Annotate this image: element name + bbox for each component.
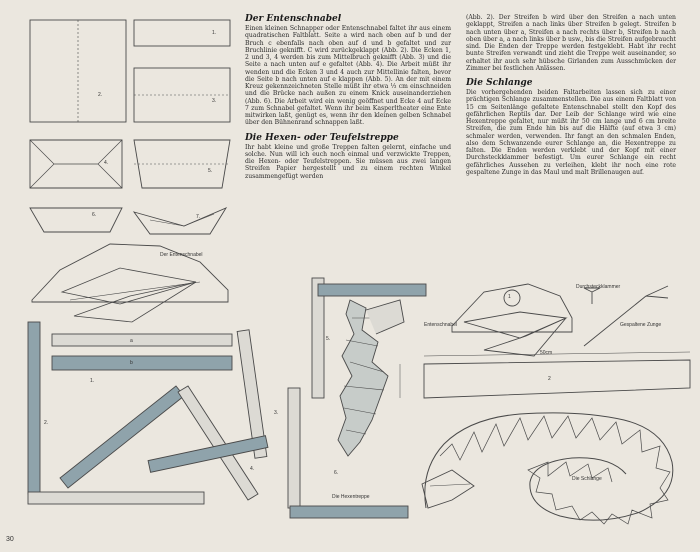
strip-a-top	[51, 333, 233, 347]
snake-head-outline	[451, 283, 573, 333]
label-step-3: 3.	[212, 98, 217, 104]
body-entenschnabel: Einen kleinen Schnapper oder Entenschnab…	[245, 25, 451, 127]
label-strip-6: 6.	[334, 470, 339, 476]
stair-strip-h2	[317, 283, 427, 297]
strip-b-top	[51, 355, 233, 371]
label-head-1: 1	[508, 294, 511, 300]
label-step-7: 7.	[196, 214, 201, 220]
letter-b: b	[130, 360, 133, 366]
fold-step-1-square	[29, 19, 127, 123]
snake-eye-icon	[503, 289, 521, 307]
label-step-6: 6.	[92, 212, 97, 218]
duck-beak-outline	[31, 243, 229, 303]
label-strip-4: 4.	[250, 466, 255, 472]
label-step-2: 2.	[98, 92, 103, 98]
letter-a: a	[130, 338, 133, 344]
snake-mouth	[421, 469, 475, 509]
snake-body-coil	[424, 412, 674, 521]
stair-strip-v2	[311, 277, 325, 399]
body-hexentreppe: Ihr habt kleine und große Treppen falten…	[245, 143, 451, 180]
fold-step-6-boat	[132, 207, 228, 235]
body-schlange: Die vorhergehenden beiden Faltarbeiten l…	[466, 89, 676, 176]
hexentreppe-spiral	[337, 299, 389, 457]
caption-hexentreppe: Die Hexentreppe	[332, 494, 370, 500]
label-dimension-50cm: 50cm	[540, 350, 553, 356]
label-strip-1: 1.	[90, 378, 95, 384]
heading-hexentreppe: Die Hexen- oder Teufelstreppe	[245, 132, 399, 143]
fold-step-5-boat	[29, 207, 123, 233]
fold-step-4	[133, 139, 231, 189]
strip-diagonal-light	[177, 385, 259, 501]
forked-tongue	[583, 285, 669, 347]
label-step-5: 5.	[208, 168, 213, 174]
label-strip-3: 3.	[274, 410, 279, 416]
text-column-right: (Abb. 2). Der Streifen b wird über den S…	[466, 14, 676, 176]
stair-strip-h	[289, 505, 409, 519]
strip-diagonal-dark	[59, 385, 185, 489]
clip-icon	[583, 287, 601, 304]
text-column-middle: Der Entenschnabel Einen kleinen Schnappe…	[245, 14, 451, 180]
caption-entenschnabel: Der Entenschnabel	[160, 252, 203, 258]
caption-schlange: Die Schlange	[572, 476, 602, 482]
heading-entenschnabel: Der Entenschnabel	[245, 14, 342, 24]
label-step-4: 4.	[104, 160, 109, 166]
fold-step-strip	[133, 19, 231, 47]
strip-vertical-right	[236, 329, 268, 459]
label-entenschnabel-small: Entenschnabel	[424, 322, 458, 328]
label-dimension-2: 2	[548, 376, 551, 382]
label-strip-5: 5.	[326, 336, 331, 342]
strip-horizontal-bottom	[27, 491, 205, 505]
page-number: 30	[6, 536, 14, 543]
label-strip-2: 2.	[44, 420, 49, 426]
label-gespaltene-zunge: Gespaltene Zunge	[620, 322, 662, 328]
snake-body-strip	[423, 359, 691, 399]
stair-strip-v	[287, 387, 301, 509]
label-step-1: 1.	[212, 30, 217, 36]
heading-schlange: Die Schlange	[466, 78, 533, 88]
label-durchsteckklammer: Durchsteckklammer	[576, 284, 621, 290]
strip-vertical-left	[27, 321, 41, 495]
strip-diagonal-short	[147, 435, 269, 473]
body-hexentreppe-cont: (Abb. 2). Der Streifen b wird über den S…	[466, 14, 676, 72]
